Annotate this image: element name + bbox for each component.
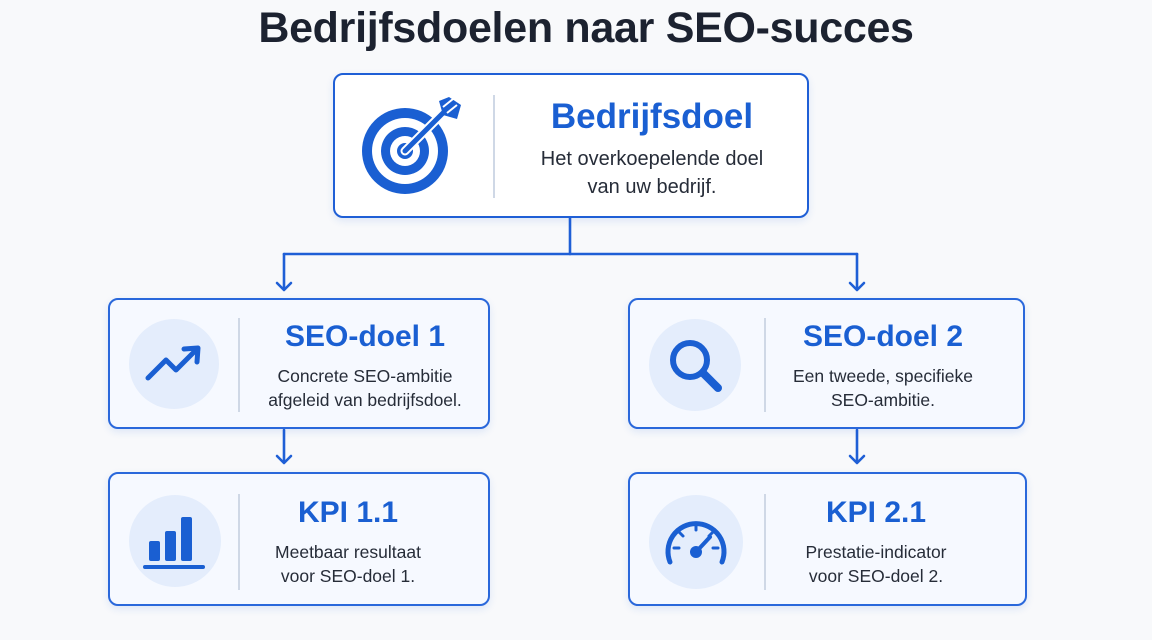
- seo-goal-2-heading: SEO-doel 2: [802, 320, 964, 353]
- kpi-2-1-box: KPI 2.1 Prestatie-indicator voor SEO-doe…: [628, 472, 1027, 606]
- kpi-2-1-heading: KPI 2.1: [825, 496, 927, 529]
- arrowhead-kpi-2-1: [848, 454, 866, 465]
- seo-goal-2-desc-line-1: Een tweede, specifieke: [793, 366, 973, 386]
- kpi-1-1-desc-line-2: voor SEO-doel 1.: [280, 566, 416, 587]
- business-goal-desc-line-2: van uw bedrijf.: [587, 175, 717, 198]
- seo-goal-1-heading: SEO-doel 1: [284, 320, 446, 353]
- target-icon: [357, 93, 463, 199]
- seo-goal-2-box: SEO-doel 2 Een tweede, specifieke SEO-am…: [628, 298, 1025, 429]
- seo-goal-2-divider: [764, 318, 766, 412]
- kpi-2-1-desc-line-1: Prestatie-indicator: [805, 542, 947, 562]
- business-goal-heading: Bedrijfsdoel: [550, 97, 754, 136]
- kpi-1-1-heading: KPI 1.1: [297, 496, 399, 529]
- business-goal-box: Bedrijfsdoel Het overkoepelende doel van…: [333, 73, 809, 218]
- seo-goal-1-desc-line-1: Concrete SEO-ambitie: [277, 366, 453, 386]
- kpi-1-1-divider: [238, 494, 240, 590]
- bar-chart-icon: [129, 495, 221, 587]
- seo-goal-2-desc-line-2: SEO-ambitie.: [830, 390, 936, 411]
- arrowhead-kpi-1-1: [275, 454, 293, 465]
- arrowhead-seo-goal-1: [275, 281, 293, 292]
- arrowhead-seo-goal-2: [848, 281, 866, 292]
- kpi-2-1-divider: [764, 494, 766, 590]
- business-goal-divider: [493, 95, 495, 198]
- search-icon: [649, 319, 741, 411]
- seo-goal-1-divider: [238, 318, 240, 412]
- gauge-icon: [649, 495, 743, 589]
- seo-goal-1-desc-line-2: afgeleid van bedrijfsdoel.: [268, 390, 462, 411]
- trend-up-icon: [129, 319, 219, 409]
- business-goal-desc-line-1: Het overkoepelende doel: [540, 148, 764, 170]
- kpi-1-1-desc-line-1: Meetbaar resultaat: [275, 542, 421, 562]
- seo-goal-1-box: SEO-doel 1 Concrete SEO-ambitie afgeleid…: [108, 298, 490, 429]
- kpi-2-1-desc-line-2: voor SEO-doel 2.: [808, 566, 944, 587]
- kpi-1-1-box: KPI 1.1 Meetbaar resultaat voor SEO-doel…: [108, 472, 490, 606]
- diagram-title: Bedrijfsdoelen naar SEO-succes: [258, 4, 914, 52]
